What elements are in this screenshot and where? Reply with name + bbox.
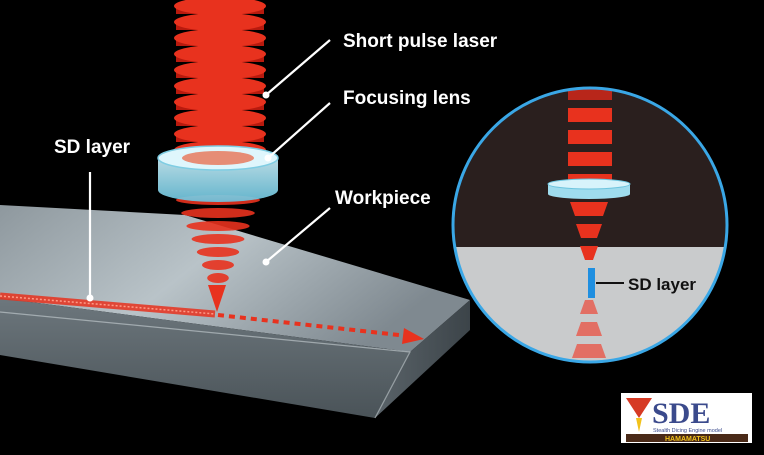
workpiece-side-face xyxy=(375,300,470,418)
label-short-pulse-laser: Short pulse laser xyxy=(343,31,498,52)
sd-layer-track xyxy=(0,292,424,344)
focusing-lens xyxy=(157,145,279,202)
laser-ring xyxy=(174,61,266,79)
inset-beam-cone xyxy=(572,344,606,358)
laser-ring xyxy=(174,93,266,111)
inset-beam-cone xyxy=(580,246,598,260)
laser-cone-ring xyxy=(191,234,245,244)
callouts xyxy=(88,39,331,298)
scan-direction-arrow xyxy=(217,313,409,338)
inset-beam-cone xyxy=(576,322,602,336)
label-inset-sd-layer: SD layer xyxy=(628,275,696,294)
callout-dot-sd-layer xyxy=(86,294,94,302)
laser-ring xyxy=(174,77,266,95)
inset-beam-block xyxy=(568,130,612,144)
inset-beam-cone xyxy=(580,300,598,314)
laser-cone-ring xyxy=(196,247,240,257)
sde-hamamatsu-logo: SDE Stealth Dicing Engine model HAMAMATS… xyxy=(621,393,752,443)
scan-direction-arrowhead xyxy=(402,328,424,344)
workpiece-top-face xyxy=(0,205,470,352)
logo-name: SDE xyxy=(652,397,710,430)
laser-ring xyxy=(174,109,266,127)
laser-ring xyxy=(174,29,266,47)
label-sd-layer: SD layer xyxy=(54,137,131,158)
inset-beam-cone xyxy=(576,224,602,238)
workpiece-groove xyxy=(0,311,411,419)
inset-beam-block xyxy=(568,88,612,100)
logo-tagline: Stealth Dicing Engine model xyxy=(653,428,722,434)
laser-cone-ring xyxy=(202,260,234,270)
laser-ring xyxy=(174,13,266,31)
inset-magnifier: SD layer xyxy=(451,86,729,364)
callout-dot-workpiece xyxy=(262,258,270,266)
laser-ring xyxy=(174,0,266,15)
inset-beam-cone xyxy=(570,202,608,216)
logo-cone-icon xyxy=(626,398,652,418)
laser-cone-ring xyxy=(186,221,250,231)
workpiece-front-face xyxy=(0,298,410,418)
laser-cone-ring xyxy=(181,208,255,218)
callout-dot-laser xyxy=(262,91,270,99)
laser-ring xyxy=(174,125,266,143)
inset-beam-block xyxy=(568,108,612,122)
laser-cone-ring xyxy=(207,273,229,283)
callout-dot-lens xyxy=(264,154,272,162)
laser-beam xyxy=(174,0,266,312)
inset-sd-layer-mark xyxy=(588,268,595,298)
inset-beam-block xyxy=(568,152,612,166)
laser-ring xyxy=(174,45,266,63)
label-focusing-lens: Focusing lens xyxy=(343,88,471,109)
logo-brand: HAMAMATSU xyxy=(665,436,710,443)
workpiece xyxy=(0,205,470,419)
label-workpiece: Workpiece xyxy=(335,188,431,209)
laser-focus-tip xyxy=(208,285,226,312)
inset-beam-block xyxy=(568,174,612,182)
